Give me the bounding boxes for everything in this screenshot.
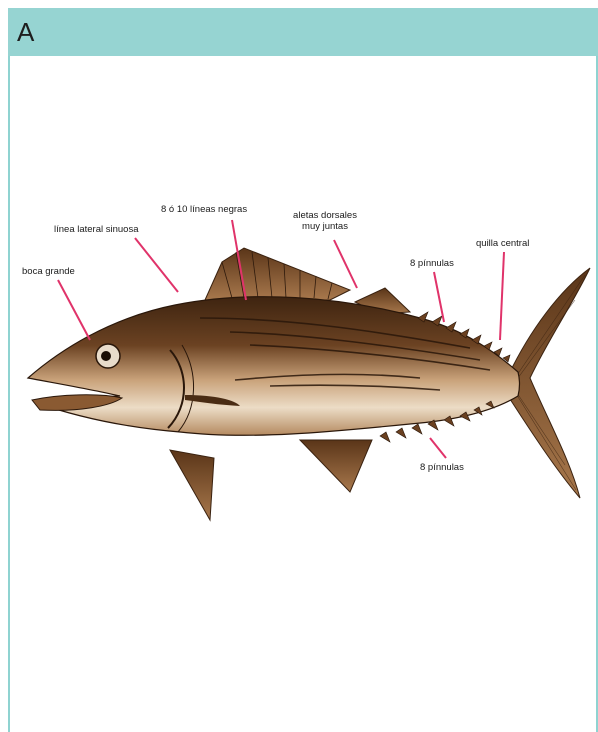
first-dorsal-fin (205, 248, 350, 300)
label-quilla: quilla central (476, 238, 529, 249)
pointer-pinnulas-top (434, 272, 444, 322)
label-pinnulas-top: 8 pínnulas (410, 258, 454, 269)
anal-fin (300, 440, 372, 492)
pointer-linea (135, 238, 178, 292)
pointer-quilla (500, 252, 504, 340)
label-boca: boca grande (22, 266, 75, 277)
label-lineas-negras: 8 ó 10 líneas negras (161, 204, 247, 215)
label-aletas-dorsales: aletas dorsales muy juntas (282, 210, 368, 232)
pointer-aletas (334, 240, 357, 288)
label-linea-lateral: línea lateral sinuosa (54, 224, 139, 235)
label-aletas-line2: muy juntas (282, 221, 368, 232)
label-pinnulas-bottom: 8 pínnulas (420, 462, 464, 473)
caudal-fin (508, 268, 590, 498)
pelvic-fin (170, 450, 214, 520)
pointer-boca (58, 280, 90, 340)
label-aletas-line1: aletas dorsales (282, 210, 368, 221)
pointer-pinnulas-bottom (430, 438, 446, 458)
